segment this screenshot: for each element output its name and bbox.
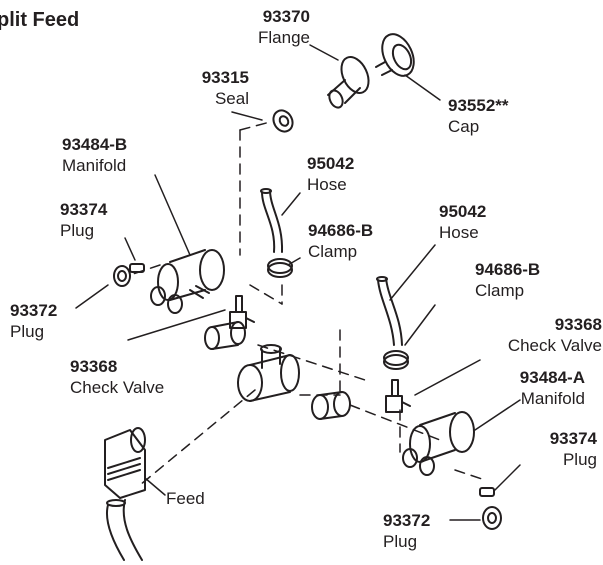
label-hose-left: 95042 Hose: [307, 153, 354, 195]
manifold-b-part: [150, 249, 225, 314]
part-name: Plug: [10, 322, 45, 341]
label-flange: 93370 Flange: [232, 6, 310, 48]
plug-left-top-part: [129, 263, 145, 273]
part-number: 93374: [60, 200, 108, 219]
feed-hose-part: [106, 499, 143, 561]
clamp-right-part: [383, 350, 409, 370]
label-seal: 93315 Seal: [170, 67, 249, 109]
label-cap: 93552** Cap: [448, 95, 509, 137]
part-number: 93374: [549, 429, 597, 448]
hose-left-part: [260, 188, 284, 253]
part-number: 94686-B: [308, 221, 374, 240]
cap-part: [375, 33, 415, 77]
feed-elbow-part: [104, 427, 146, 499]
part-number: 93368: [554, 315, 602, 334]
leader-lines: [75, 44, 521, 521]
part-number: 93484-B: [62, 135, 128, 154]
check-valve-left-part: [229, 295, 255, 329]
coupling-right-part: [311, 391, 351, 420]
clamp-left-part: [267, 258, 293, 278]
part-name: Plug: [60, 221, 95, 240]
plug-right-top-part: [479, 487, 495, 497]
part-number: 93484-A: [519, 368, 585, 387]
label-manifold-a: 93484-A Manifold: [490, 367, 585, 409]
feed-label: Feed: [166, 489, 205, 508]
coupling-left-part: [204, 321, 246, 350]
part-number: 93315: [201, 68, 249, 87]
part-number: 93370: [262, 7, 310, 26]
part-name: Hose: [307, 175, 347, 194]
label-plug-right-top: 93374 Plug: [525, 428, 597, 470]
part-name: Check Valve: [507, 336, 602, 355]
part-number: 95042: [439, 202, 487, 221]
part-name: Clamp: [475, 281, 525, 300]
plug-right-bottom-part: [482, 506, 502, 530]
part-number: 93552**: [448, 96, 509, 115]
seal-part: [272, 109, 294, 133]
part-number: 93372: [10, 301, 58, 320]
label-hose-right: 95042 Hose: [439, 201, 486, 243]
part-name: Manifold: [62, 156, 127, 175]
part-number: 93368: [70, 357, 118, 376]
label-plug-left-top: 93374 Plug: [60, 199, 107, 241]
check-valve-right-part: [385, 379, 411, 413]
part-name: Clamp: [308, 242, 358, 261]
label-manifold-b: 93484-B Manifold: [62, 134, 127, 176]
label-plug-left-bottom: 93372 Plug: [10, 300, 57, 342]
part-name: Plug: [383, 532, 418, 551]
label-plug-right-bottom: 93372 Plug: [383, 510, 430, 552]
part-name: Seal: [214, 89, 249, 108]
hose-right-part: [376, 276, 403, 346]
label-check-valve-left: 93368 Check Valve: [70, 356, 164, 398]
manifold-a-part: [402, 411, 475, 476]
diagram-title: plit Feed: [0, 9, 80, 31]
label-clamp-right: 94686-B Clamp: [475, 259, 540, 301]
part-name: Flange: [258, 28, 310, 47]
part-name: Hose: [439, 223, 479, 242]
part-name: Check Valve: [70, 378, 165, 397]
part-name: Manifold: [520, 389, 585, 408]
plug-left-bottom-part: [113, 265, 131, 287]
part-name: Cap: [448, 117, 480, 136]
label-check-valve-right: 93368 Check Valve: [470, 314, 602, 356]
tee-fitting-part: [237, 344, 300, 402]
part-number: 94686-B: [475, 260, 541, 279]
part-number: 93372: [383, 511, 431, 530]
flange-part: [327, 56, 370, 109]
part-name: Plug: [562, 450, 597, 469]
part-number: 95042: [307, 154, 355, 173]
label-clamp-left: 94686-B Clamp: [308, 220, 373, 262]
